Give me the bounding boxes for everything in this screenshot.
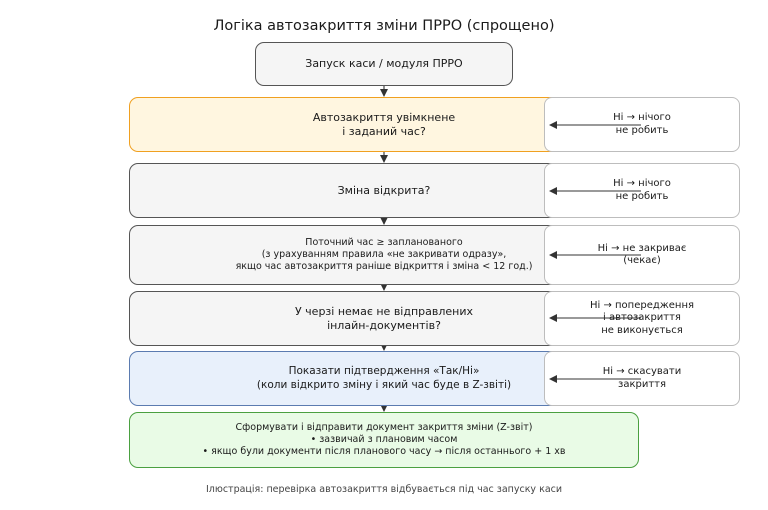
- no-branch-text: Ні → попередження: [589, 300, 695, 312]
- no-branch-text: не виконується: [601, 324, 683, 336]
- final-text: • зазвичай з плановим часом: [310, 434, 458, 446]
- no-branch-text: Ні → нічого: [613, 178, 671, 190]
- no-branch-box-1: Ні → нічого не робить: [544, 97, 740, 152]
- step-text: Поточний час ≥ запланованого: [305, 237, 463, 249]
- no-branch-text: не робить: [615, 190, 669, 202]
- no-branch-box-4: Ні → попередження і автозакриття не вико…: [544, 291, 740, 346]
- no-branch-text: Ні → скасувати: [602, 366, 682, 378]
- step-text: і заданий час?: [342, 124, 426, 138]
- step-text: інлайн-документів?: [327, 318, 441, 332]
- no-branch-box-2: Ні → нічого не робить: [544, 163, 740, 218]
- no-branch-box-5: Ні → скасувати закриття: [544, 351, 740, 406]
- step-text: якщо час автозакриття раніше відкриття і…: [235, 260, 533, 272]
- no-branch-text: не робить: [615, 124, 669, 136]
- diagram-title: Логіка автозакриття зміни ПРРО (спрощено…: [213, 18, 555, 34]
- no-branch-text: Ні → нічого: [613, 112, 671, 124]
- start-box-text: Запуск каси / модуля ПРРО: [305, 57, 463, 71]
- no-branch-box-3: Ні → не закриває (чекає): [544, 225, 740, 285]
- step-text: (коли відкрито зміну і який час буде в Z…: [256, 378, 512, 391]
- step-text: (з урахуванням правила «не закривати одр…: [261, 249, 507, 261]
- no-branch-text: (чекає): [623, 255, 661, 266]
- step-text: Автозакриття увімкнене: [312, 110, 456, 124]
- step-text: Зміна відкрита?: [337, 183, 431, 197]
- final-box-z-report: Сформувати і відправити документ закритт…: [129, 412, 639, 468]
- step-text: У черзі немає не відправлених: [294, 304, 474, 318]
- final-text: • якщо були документи після планового ча…: [202, 445, 566, 457]
- no-branch-text: закриття: [618, 378, 666, 390]
- no-branch-text: Ні → не закриває: [597, 242, 687, 254]
- start-box: Запуск каси / модуля ПРРО: [255, 42, 513, 86]
- step-text: Показати підтвердження «Так/Ні»: [288, 365, 480, 378]
- caption: Ілюстрація: перевірка автозакриття відбу…: [205, 484, 563, 495]
- no-branch-text: і автозакриття: [603, 312, 681, 324]
- final-text: Сформувати і відправити документ закритт…: [235, 422, 533, 434]
